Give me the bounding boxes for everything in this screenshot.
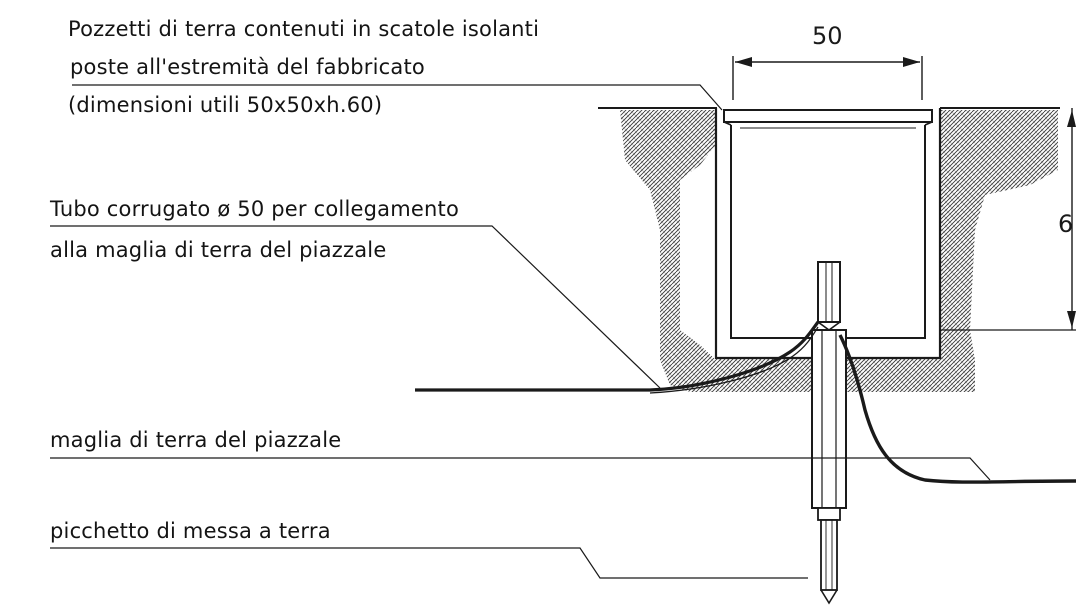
leader-pozzetti: [72, 84, 723, 111]
height-dimension-value: 6: [1058, 210, 1073, 238]
ground-rod: [811, 261, 847, 605]
label-tubo-line2: alla maglia di terra del piazzale: [50, 238, 386, 262]
height-dimension: [940, 108, 1076, 331]
pit-lid: [723, 109, 933, 129]
width-dimension-value: 50: [812, 22, 843, 50]
leader-picchetto: [50, 547, 808, 579]
corrugated-tube-inner: [649, 326, 819, 394]
leader-maglia: [50, 457, 991, 481]
label-pozzetti-line3: (dimensioni utili 50x50xh.60): [68, 93, 382, 117]
label-picchetto: picchetto di messa a terra: [50, 519, 331, 543]
leader-tubo: [50, 225, 661, 389]
corrugated-tube: [415, 321, 820, 392]
label-tubo-line1: Tubo corrugato ø 50 per collegamento: [49, 197, 459, 221]
earth-mesh-cable: [838, 334, 1076, 484]
label-pozzetti-line1: Pozzetti di terra contenuti in scatole i…: [68, 17, 539, 41]
width-dimension: [732, 56, 923, 100]
label-pozzetti-line2: poste all'estremità del fabbricato: [70, 55, 425, 79]
label-maglia: maglia di terra del piazzale: [50, 428, 341, 452]
